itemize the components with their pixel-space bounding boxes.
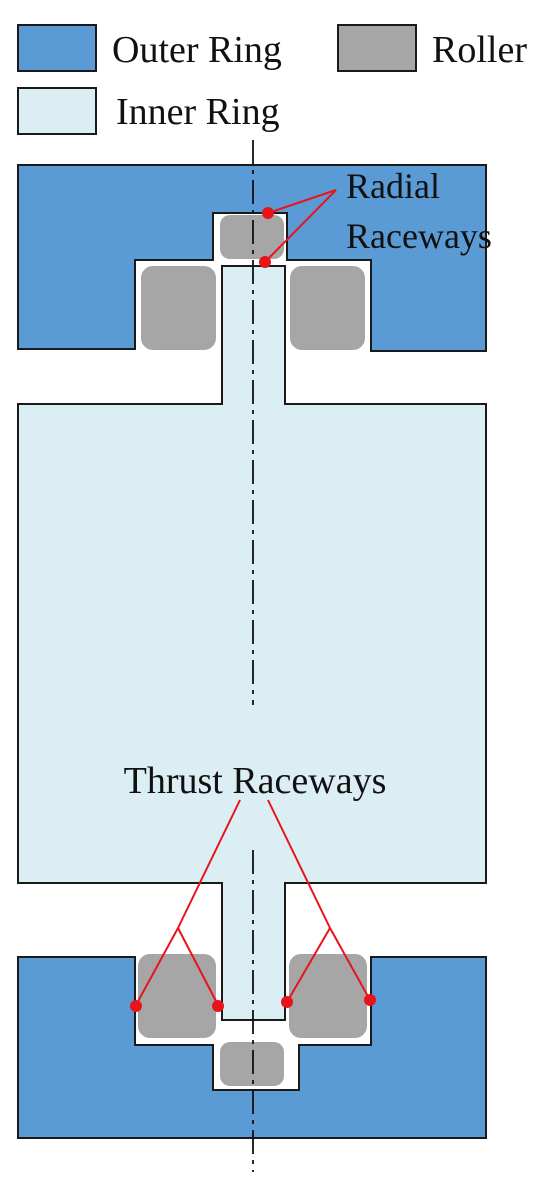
thrust-raceway-marker-2 xyxy=(212,1000,224,1012)
radial-raceway-marker-inner xyxy=(259,256,271,268)
roller-bottom-left xyxy=(138,954,216,1038)
thrust-raceways-label: Thrust Raceways xyxy=(124,760,387,802)
legend-label-outer-ring: Outer Ring xyxy=(112,29,282,71)
roller-top-right xyxy=(290,266,365,350)
roller-bottom-right xyxy=(289,954,367,1038)
legend-label-roller: Roller xyxy=(432,29,527,71)
legend-swatch-roller xyxy=(337,24,417,72)
thrust-raceway-marker-4 xyxy=(364,994,376,1006)
roller-top-center xyxy=(220,215,284,259)
outer-ring-top xyxy=(17,164,487,352)
radial-raceways-label-line2: Raceways xyxy=(346,216,492,256)
legend-swatch-outer-ring xyxy=(17,24,97,72)
roller-bottom-center xyxy=(220,1042,284,1086)
legend-swatch-inner-ring xyxy=(17,87,97,135)
radial-raceways-callout: Radial Raceways xyxy=(259,166,492,268)
thrust-raceway-marker-1 xyxy=(130,1000,142,1012)
thrust-raceways-callout: Thrust Raceways xyxy=(124,760,387,1012)
radial-raceway-marker-outer xyxy=(262,207,274,219)
thrust-raceway-marker-3 xyxy=(281,996,293,1008)
inner-ring xyxy=(17,265,487,1021)
legend: Outer Ring Roller Inner Ring xyxy=(17,24,527,135)
radial-raceways-label-line1: Radial xyxy=(346,166,440,206)
legend-label-inner-ring: Inner Ring xyxy=(116,91,280,133)
roller-top-left xyxy=(141,266,216,350)
